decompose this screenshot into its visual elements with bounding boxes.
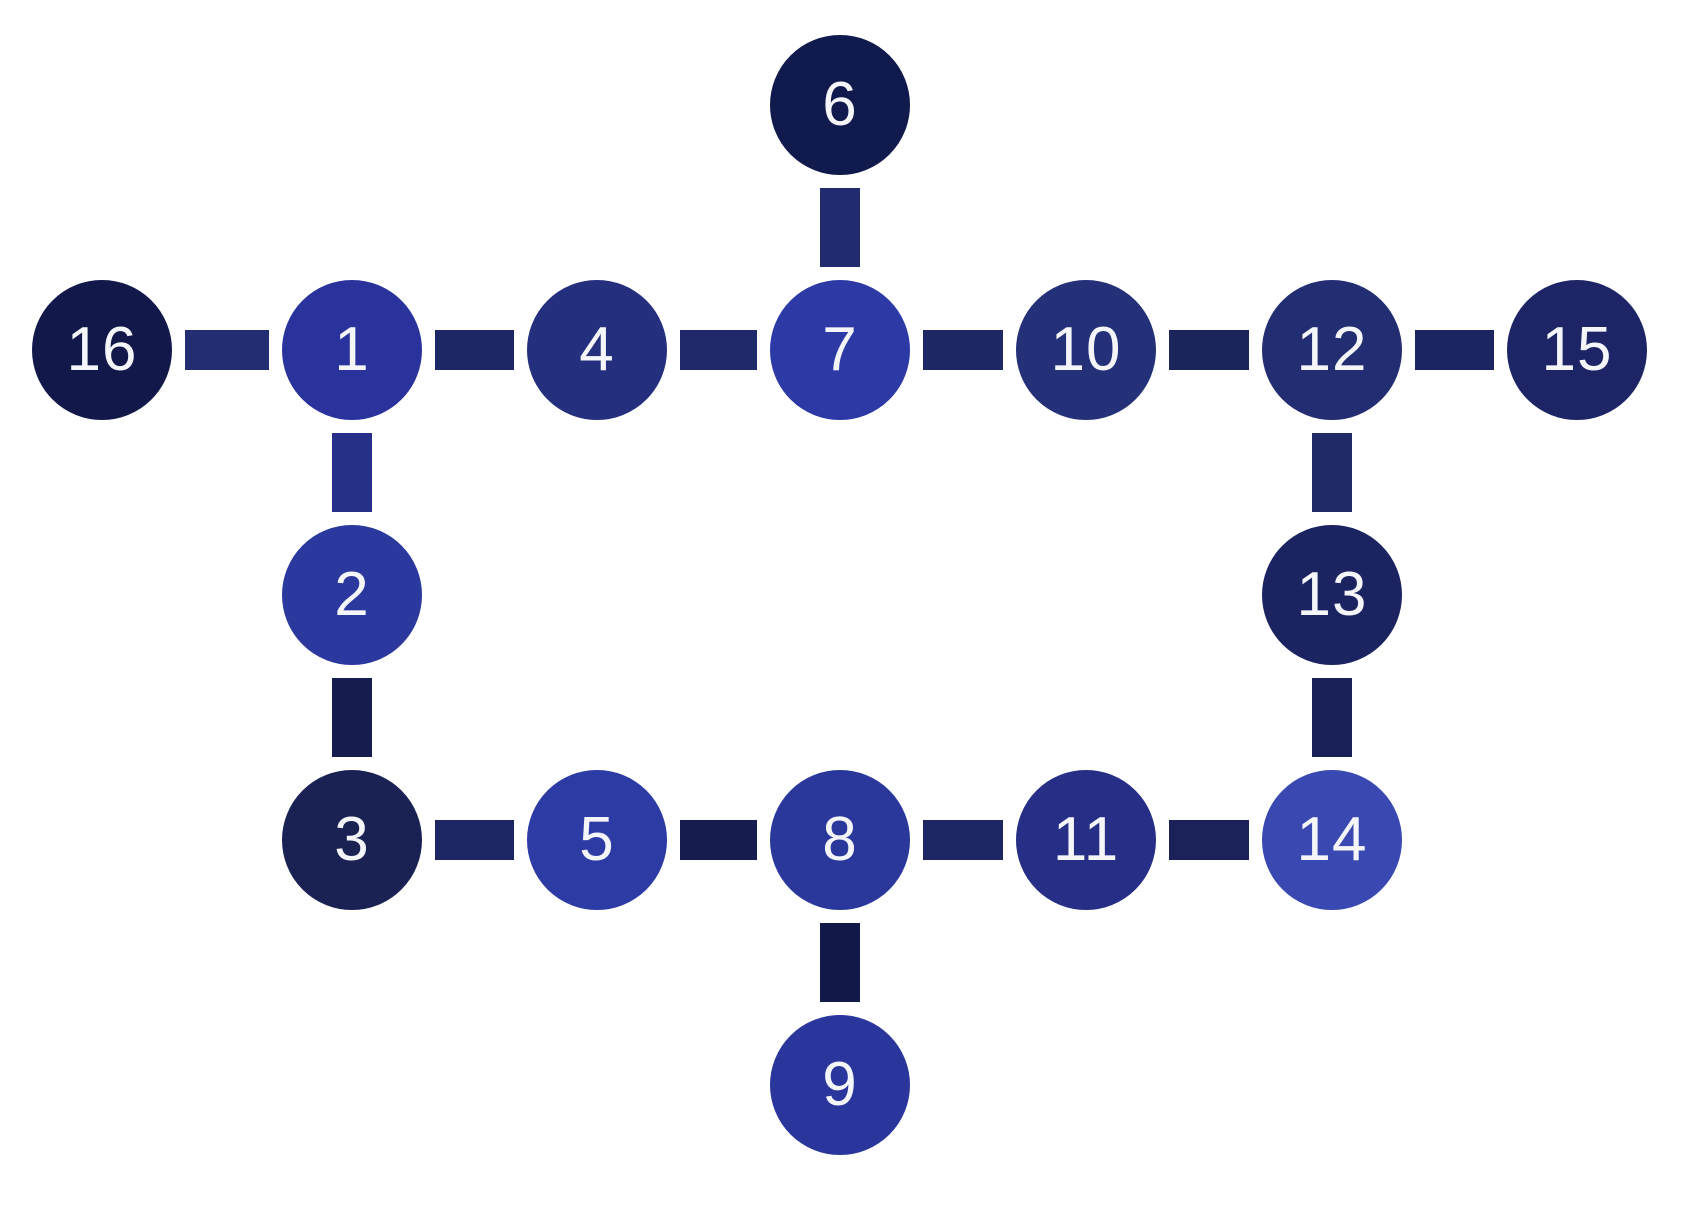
node-5[interactable]: 5 bbox=[523, 766, 671, 914]
edge-12-15 bbox=[1415, 330, 1494, 370]
node-label: 13 bbox=[1296, 560, 1368, 629]
node-label: 16 bbox=[66, 315, 138, 384]
node-label: 12 bbox=[1296, 315, 1368, 384]
node-label: 3 bbox=[334, 805, 370, 874]
node-4[interactable]: 4 bbox=[523, 276, 671, 424]
edge-1-2 bbox=[332, 433, 372, 512]
edge-2-3 bbox=[332, 678, 372, 757]
node-1[interactable]: 1 bbox=[278, 276, 426, 424]
node-label: 1 bbox=[334, 315, 370, 384]
node-2[interactable]: 2 bbox=[278, 521, 426, 669]
node-10[interactable]: 10 bbox=[1012, 276, 1160, 424]
node-label: 2 bbox=[334, 560, 370, 629]
node-13[interactable]: 13 bbox=[1258, 521, 1406, 669]
node-label: 6 bbox=[822, 70, 858, 139]
edge-6-7 bbox=[820, 188, 860, 267]
edge-11-14 bbox=[1169, 820, 1249, 860]
edge-5-8 bbox=[680, 820, 757, 860]
edge-7-10 bbox=[923, 330, 1003, 370]
edge-8-11 bbox=[923, 820, 1003, 860]
node-label: 9 bbox=[822, 1050, 858, 1119]
edge-1-4 bbox=[435, 330, 514, 370]
node-9[interactable]: 9 bbox=[766, 1011, 914, 1159]
edge-12-13 bbox=[1312, 433, 1352, 512]
edge-10-12 bbox=[1169, 330, 1249, 370]
node-8[interactable]: 8 bbox=[766, 766, 914, 914]
edge-4-7 bbox=[680, 330, 757, 370]
edge-16-1 bbox=[185, 330, 269, 370]
node-label: 14 bbox=[1296, 805, 1368, 874]
edge-3-5 bbox=[435, 820, 514, 860]
node-label: 7 bbox=[822, 315, 858, 384]
node-15[interactable]: 15 bbox=[1503, 276, 1651, 424]
node-14[interactable]: 14 bbox=[1258, 766, 1406, 914]
node-7[interactable]: 7 bbox=[766, 276, 914, 424]
node-label: 15 bbox=[1541, 315, 1613, 384]
node-6[interactable]: 6 bbox=[766, 31, 914, 179]
edge-13-14 bbox=[1312, 678, 1352, 757]
node-label: 8 bbox=[822, 805, 858, 874]
node-label: 5 bbox=[579, 805, 615, 874]
node-12[interactable]: 12 bbox=[1258, 276, 1406, 424]
node-16[interactable]: 16 bbox=[28, 276, 176, 424]
node-label: 11 bbox=[1052, 805, 1120, 874]
node-11[interactable]: 11 bbox=[1012, 766, 1160, 914]
edge-8-9 bbox=[820, 923, 860, 1002]
node-label: 10 bbox=[1050, 315, 1122, 384]
node-3[interactable]: 3 bbox=[278, 766, 426, 914]
node-label: 4 bbox=[579, 315, 615, 384]
